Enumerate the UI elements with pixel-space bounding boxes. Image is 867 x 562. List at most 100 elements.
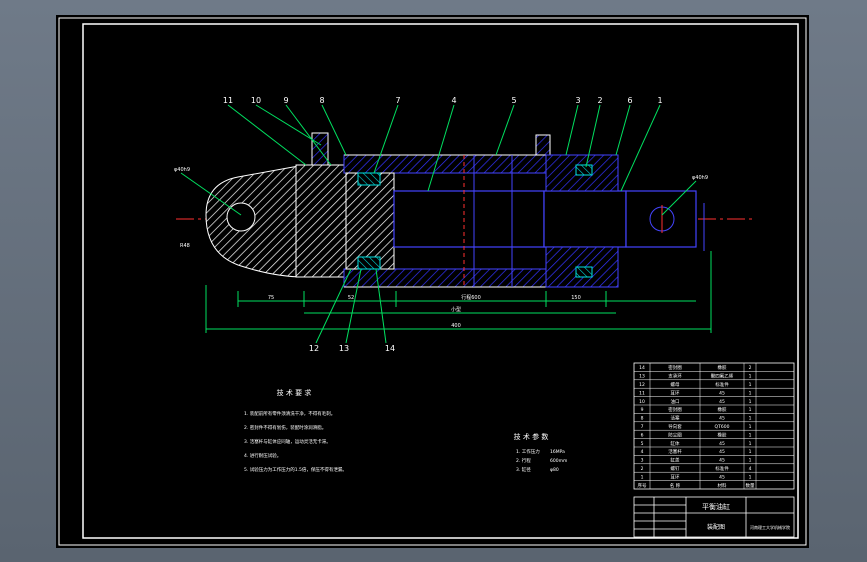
tech-req-3: 3. 活塞杆与缸体应同轴，运动灵活无卡滞。 xyxy=(244,438,331,445)
rear-cap xyxy=(295,164,347,278)
bom-cell: 12 xyxy=(639,382,645,388)
tech-param-2-value: 600mm xyxy=(550,458,567,464)
bom-cell: 45 xyxy=(719,449,725,455)
piston-rod-inner xyxy=(393,190,545,248)
dim-75: 75 xyxy=(268,295,274,301)
tech-requirements: 技 术 要 求 1. 装配前所有零件须清洗干净，不得有毛刺。 2. 密封件不得有… xyxy=(244,388,347,473)
bom-cell: 1 xyxy=(749,416,752,422)
inner-border xyxy=(82,23,799,539)
tech-param-1-value: 16MPa xyxy=(550,449,565,455)
drawing-canvas: 11 10 9 8 7 4 5 3 2 6 1 12 13 14 φ40h9 R… xyxy=(56,15,809,548)
piston-rod xyxy=(543,190,627,248)
bom-cell: 11 xyxy=(639,390,645,396)
bom-cell: 橡胶 xyxy=(718,364,727,371)
bom-cell: 标准件 xyxy=(715,465,729,472)
dim-small: 小型 xyxy=(451,306,461,313)
school-name: 河南理工大学机械学院 xyxy=(750,524,790,530)
tech-req-5: 5. 试验压力为工作压力的1.5倍，保压不得有泄漏。 xyxy=(244,466,347,473)
bottom-callouts: 12 13 14 xyxy=(309,344,395,353)
callout-2: 2 xyxy=(597,96,602,105)
top-callouts: 11 10 9 8 7 4 5 3 2 6 1 xyxy=(223,96,663,105)
bom-cell: 4 xyxy=(749,466,752,472)
tech-req-2: 2. 密封件不得有划伤，装配时涂润滑脂。 xyxy=(244,424,326,431)
bom-cell: 活塞杆 xyxy=(668,448,682,455)
bom-cell: 6 xyxy=(641,432,644,438)
bom-cell: 标准件 xyxy=(715,381,729,388)
tech-params: 技 术 参 数 1. 工作压力 16MPa 2. 行程 600mm 3. 缸径 … xyxy=(514,432,568,473)
bom-cell: 1 xyxy=(641,474,644,480)
bom-cell: 活塞 xyxy=(671,415,680,422)
oil-port-right xyxy=(535,134,551,156)
tech-param-3-name: 3. 缸径 xyxy=(516,466,531,473)
feature-labels: φ40h9 R48 φ40h9 xyxy=(174,167,708,249)
bom-cell: 支承环 xyxy=(668,373,682,380)
bom-cell: 5 xyxy=(641,441,644,447)
bom-cell: 10 xyxy=(639,399,645,405)
bom-cell: 1 xyxy=(749,441,752,447)
left-radius-label: R48 xyxy=(180,243,190,249)
bom-cell: 2 xyxy=(749,365,752,371)
outer-border xyxy=(58,17,807,546)
bom-cell: 密封圈 xyxy=(668,364,682,371)
callout-14: 14 xyxy=(385,344,395,353)
bom-cell: QT600 xyxy=(715,424,730,430)
dim-150: 150 xyxy=(571,295,581,301)
bom-cell: 45 xyxy=(719,390,725,396)
callout-12: 12 xyxy=(309,344,319,353)
callout-6: 6 xyxy=(627,96,632,105)
bom-cell: 4 xyxy=(641,449,644,455)
bom-header-cell: 序号 xyxy=(638,482,647,489)
bom-cell: 密封圈 xyxy=(668,406,682,413)
dim-stroke: 行程600 xyxy=(461,294,481,301)
bom-cell: 缸体 xyxy=(671,440,680,447)
bom-cell: 8 xyxy=(641,416,644,422)
callout-13: 13 xyxy=(339,344,349,353)
seal-bottom xyxy=(357,256,381,270)
left-ear xyxy=(205,164,312,278)
tech-param-3-value: φ80 xyxy=(550,467,559,473)
bom-cell: 耳环 xyxy=(671,474,680,480)
bom-cell: 3 xyxy=(641,458,644,464)
bom-cell: 1 xyxy=(749,449,752,455)
leader-lines xyxy=(180,104,697,344)
bom-cell: 耳环 xyxy=(671,390,680,396)
oil-port-left xyxy=(311,132,329,166)
dim-400: 400 xyxy=(451,323,461,329)
cad-drawing: 11 10 9 8 7 4 5 3 2 6 1 12 13 14 φ40h9 R… xyxy=(58,17,807,546)
bom-header-cell: 名 称 xyxy=(670,482,681,489)
callout-11: 11 xyxy=(223,96,233,105)
bom-cell: 7 xyxy=(641,424,644,430)
bom-cell: 1 xyxy=(749,432,752,438)
callout-9: 9 xyxy=(283,96,288,105)
bom-cell: 1 xyxy=(749,374,752,380)
tech-param-2-name: 2. 行程 xyxy=(516,457,531,464)
bom-cell: 防尘圈 xyxy=(668,431,682,438)
tech-req-4: 4. 进行耐压试验。 xyxy=(244,452,281,459)
bom-cell: 导向套 xyxy=(668,423,682,430)
bom-cell: 1 xyxy=(749,407,752,413)
bom-cell: 9 xyxy=(641,407,644,413)
bom-cell: 2 xyxy=(641,466,644,472)
callout-5: 5 xyxy=(511,96,516,105)
bom-cell: 聚四氟乙烯 xyxy=(711,373,734,380)
left-fit-label: φ40h9 xyxy=(174,167,190,173)
bom-cell: 1 xyxy=(749,390,752,396)
dimension-texts: 75 52 行程600 150 小型 400 xyxy=(268,294,581,329)
bom-cell: 缸盖 xyxy=(671,457,680,464)
tech-param-title: 技 术 参 数 xyxy=(514,432,549,441)
drawing-title: 平衡油缸 xyxy=(702,502,730,511)
bom-cell: 橡胶 xyxy=(718,406,727,413)
title-block xyxy=(633,496,795,538)
bom-cell: 45 xyxy=(719,416,725,422)
callout-4: 4 xyxy=(451,96,456,105)
callout-10: 10 xyxy=(251,96,261,105)
bom-cell: 橡胶 xyxy=(718,431,727,438)
tech-req-title: 技 术 要 求 xyxy=(277,388,312,397)
bom-cell: 1 xyxy=(749,399,752,405)
left-pin-hole xyxy=(226,202,256,232)
dimension-lines xyxy=(205,251,712,333)
callout-3: 3 xyxy=(575,96,580,105)
bom-header-cell: 数量 xyxy=(746,482,755,489)
bom-header-cell: 材料 xyxy=(718,482,727,489)
